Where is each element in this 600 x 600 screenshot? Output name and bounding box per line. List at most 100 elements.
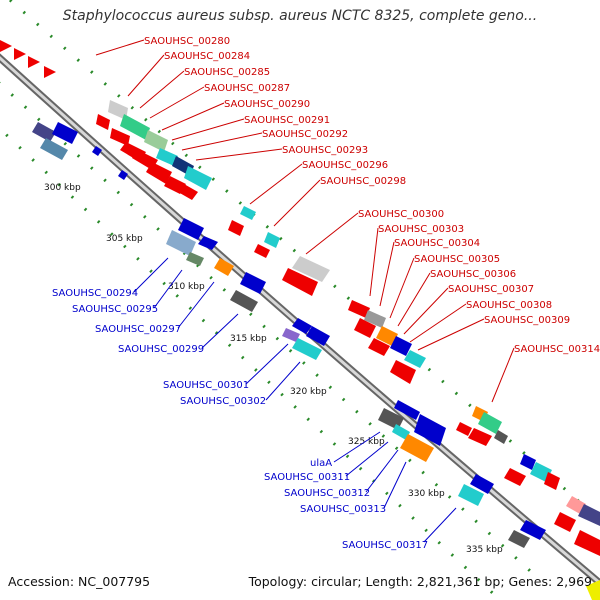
gene-arrow	[0, 40, 12, 52]
map-title: Staphylococcus aureus subsp. aureus NCTC…	[62, 8, 538, 24]
gene-label-upper: SAOUHSC_00293	[282, 145, 368, 156]
gene-box	[178, 184, 198, 200]
gene-box	[32, 122, 56, 142]
gene-label-lower: SAOUHSC_00299	[118, 344, 204, 355]
gene-label-upper: SAOUHSC_00304	[394, 238, 480, 249]
gene-box	[306, 326, 330, 346]
gene-box	[146, 162, 172, 184]
gene-box	[254, 244, 270, 258]
gene-label-upper: SAOUHSC_00296	[302, 160, 388, 171]
gene-box	[282, 268, 318, 296]
gene-box	[214, 258, 234, 276]
accession-value: NC_007795	[78, 574, 151, 589]
gene-label-lower: SAOUHSC_00312	[284, 488, 370, 499]
gene-box	[166, 230, 196, 256]
gene-arrow	[44, 66, 56, 78]
gene-box	[478, 412, 502, 434]
gene-box	[458, 484, 484, 506]
gene-label-upper: SAOUHSC_00309	[484, 315, 570, 326]
gene-label-lower: SAOUHSC_00311	[264, 472, 350, 483]
accession-info: Accession: NC_007795	[8, 574, 150, 589]
accession-label: Accession:	[8, 574, 75, 589]
reverse-genes[interactable]	[32, 122, 546, 548]
gene-box	[96, 114, 110, 130]
length-label: Length:	[365, 574, 413, 589]
genome-stats: Topology: circular; Length: 2,821,361 bp…	[248, 574, 592, 589]
topology-value: circular	[311, 574, 358, 589]
gene-box	[186, 252, 204, 266]
gene-box	[184, 166, 212, 190]
gene-box	[394, 400, 420, 420]
kbp-tick-label: 305 kbp	[106, 234, 143, 244]
gene-label-upper: SAOUHSC_00280	[144, 36, 230, 47]
upper-leader-lines	[95, 39, 515, 403]
gene-box	[240, 272, 266, 294]
gene-box	[390, 360, 416, 384]
gene-label-upper: SAOUHSC_00305	[414, 254, 500, 265]
gene-box	[292, 256, 330, 282]
kbp-tick-label: 300 kbp	[44, 183, 81, 193]
gene-box	[456, 422, 472, 436]
gene-box	[554, 512, 576, 532]
gene-box	[178, 218, 204, 240]
gene-box	[364, 310, 386, 328]
gene-label-upper: SAOUHSC_00284	[164, 51, 250, 62]
gene-box	[240, 206, 256, 220]
track-guide-mid	[0, 81, 542, 582]
gene-label-lower: SAOUHSC_00317	[342, 540, 428, 551]
gene-box	[228, 220, 244, 236]
gene-box	[144, 130, 168, 152]
gene-label-lower: SAOUHSC_00301	[163, 380, 249, 391]
length-value: 2,821,361 bp	[416, 574, 501, 589]
gene-label-lower: ulaA	[310, 458, 332, 469]
gene-box	[508, 530, 530, 548]
gene-box	[520, 520, 546, 540]
topology-label: Topology:	[248, 574, 308, 589]
gene-label-upper: SAOUHSC_00303	[378, 224, 464, 235]
gene-box	[390, 336, 412, 356]
kbp-tick-label: 335 kbp	[466, 545, 503, 555]
genes-value: 2,969	[556, 574, 592, 589]
gene-box	[376, 326, 398, 346]
gene-box	[52, 122, 78, 144]
gene-box	[156, 148, 178, 166]
gene-arrow	[14, 48, 26, 60]
gene-label-upper: SAOUHSC_00314	[514, 344, 600, 355]
lower-leader-lines	[133, 257, 457, 543]
kbp-ticks: 300 kbp 305 kbp 310 kbp 315 kbp 320 kbp …	[44, 183, 503, 555]
gene-box	[120, 114, 150, 140]
gene-arrow	[92, 146, 102, 156]
gene-box	[404, 350, 426, 368]
kbp-tick-label: 320 kbp	[290, 387, 327, 397]
gene-box	[264, 232, 280, 248]
forward-genes[interactable]	[0, 40, 600, 556]
gene-label-upper: SAOUHSC_00307	[448, 284, 534, 295]
gene-label-upper: SAOUHSC_00292	[262, 129, 348, 140]
gene-box	[292, 338, 322, 360]
gene-box	[40, 138, 68, 160]
gene-box	[368, 338, 390, 356]
gene-box	[378, 408, 404, 430]
gene-box	[354, 318, 376, 338]
gene-box	[504, 468, 526, 486]
gene-box	[292, 318, 312, 334]
genes-label: Genes:	[508, 574, 553, 589]
upper-labels[interactable]: SAOUHSC_00280 SAOUHSC_00284 SAOUHSC_0028…	[95, 36, 600, 403]
gene-arrow	[28, 56, 40, 68]
gene-label-upper: SAOUHSC_00285	[184, 67, 270, 78]
gene-box	[348, 300, 370, 318]
gene-box	[414, 414, 446, 446]
gene-label-lower: SAOUHSC_00294	[52, 288, 138, 299]
gene-box	[470, 474, 494, 494]
gene-box	[108, 100, 128, 120]
gene-box	[468, 428, 492, 446]
kbp-tick-label: 315 kbp	[230, 334, 267, 344]
kbp-tick-label: 330 kbp	[408, 489, 445, 499]
track-guide-inner	[0, 126, 502, 600]
gene-box	[392, 424, 410, 440]
gene-box	[574, 530, 600, 556]
gene-label-upper: SAOUHSC_00290	[224, 99, 310, 110]
lower-labels[interactable]: SAOUHSC_00294 SAOUHSC_00295 SAOUHSC_0029…	[52, 257, 457, 551]
